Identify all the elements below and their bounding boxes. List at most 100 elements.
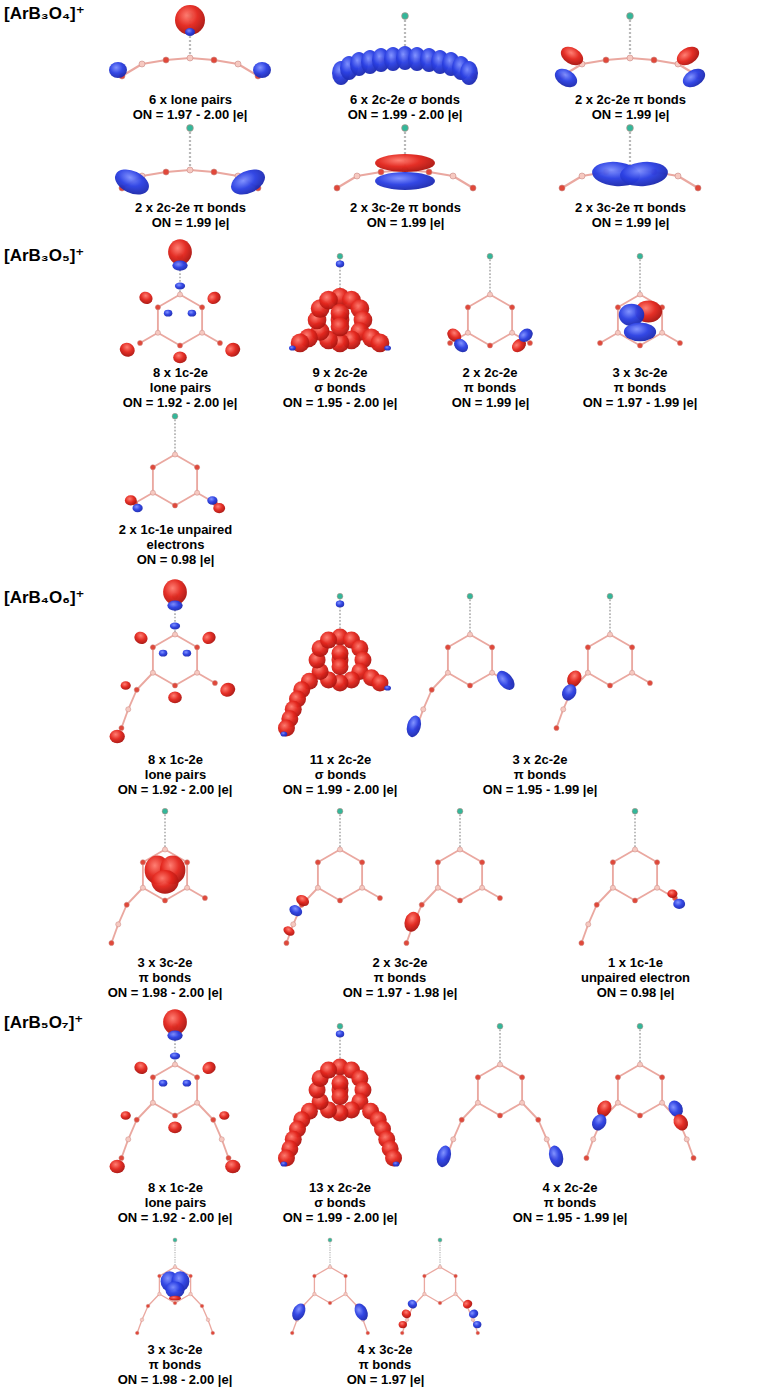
bond-stick bbox=[459, 811, 461, 849]
orbital-lobe bbox=[219, 1111, 229, 1120]
atom-dot bbox=[627, 125, 634, 132]
atom-dot bbox=[454, 1292, 458, 1296]
bond-stick bbox=[362, 888, 380, 898]
atom-dot bbox=[195, 670, 200, 675]
species-label: [ArB₃O₅]⁺ bbox=[4, 246, 84, 266]
atom-dot bbox=[163, 169, 169, 175]
bond-stick bbox=[159, 1276, 160, 1294]
bond-stick bbox=[175, 635, 197, 648]
bond-stick bbox=[438, 888, 460, 901]
atom-dot bbox=[337, 593, 343, 599]
bond-stick bbox=[339, 811, 341, 849]
atom-dot bbox=[476, 1331, 480, 1335]
orbital-illustration bbox=[404, 593, 518, 738]
bond-type-label: 4 x 2c-2e π bonds bbox=[542, 1180, 598, 1210]
atom-dot bbox=[219, 1137, 224, 1142]
bond-stick bbox=[499, 1026, 501, 1064]
bond-stick bbox=[588, 905, 597, 925]
orbital-illustration bbox=[278, 593, 391, 736]
atom-dot bbox=[344, 1274, 348, 1278]
orbital-lobe bbox=[385, 1150, 402, 1167]
bond-stick bbox=[455, 1276, 456, 1294]
atom-dot bbox=[419, 902, 424, 907]
bond-stick bbox=[453, 176, 473, 188]
bond-type-label: 2 x 3c-2e π bonds bbox=[574, 200, 687, 215]
bond-stick bbox=[337, 176, 357, 188]
atom-dot bbox=[235, 61, 241, 67]
bond-stick bbox=[640, 1103, 662, 1116]
atom-dot bbox=[467, 632, 472, 637]
orbital-lobe bbox=[185, 28, 195, 36]
bond-stick bbox=[137, 1320, 142, 1333]
orbital-lobe bbox=[253, 62, 271, 78]
bond-stick bbox=[491, 647, 493, 673]
atom-dot bbox=[150, 1075, 155, 1080]
atom-dot bbox=[119, 1155, 124, 1160]
atom-dot bbox=[655, 860, 660, 865]
atom-dot bbox=[527, 340, 532, 345]
bond-stick bbox=[437, 862, 439, 888]
bond-stick bbox=[470, 673, 492, 686]
bond-type-label: 8 x 1c-2e lone pairs bbox=[149, 365, 212, 395]
bond-type-label: 8 x 1c-2e lone pairs bbox=[144, 1180, 207, 1210]
atom-dot bbox=[487, 343, 492, 348]
orbital-illustration bbox=[445, 253, 536, 355]
atom-dot bbox=[445, 670, 450, 675]
atom-dot bbox=[177, 292, 182, 297]
orbital-illustration bbox=[290, 1238, 371, 1335]
atom-dot bbox=[677, 340, 682, 345]
atom-dot bbox=[691, 1155, 696, 1160]
bond-stick bbox=[582, 60, 606, 64]
species-label: [ArB₃O₄]⁺ bbox=[4, 4, 85, 24]
orbital-lobe bbox=[173, 351, 187, 363]
bond-stick bbox=[618, 1065, 640, 1078]
occupation-number: ON = 0.98 |e| bbox=[136, 552, 215, 567]
bond-stick bbox=[164, 811, 166, 849]
atom-dot bbox=[177, 343, 182, 348]
bond-stick bbox=[196, 1077, 198, 1103]
atom-dot bbox=[632, 847, 637, 852]
bond-stick bbox=[118, 905, 127, 925]
atom-dot bbox=[290, 1331, 294, 1335]
orbital-lobe bbox=[320, 632, 337, 649]
bond-stick bbox=[687, 1139, 694, 1158]
orbital-lobe bbox=[205, 289, 223, 306]
bond-stick bbox=[588, 673, 610, 686]
atom-dot bbox=[467, 593, 473, 599]
atom-dot bbox=[195, 1100, 200, 1105]
orbital-lobe bbox=[159, 1080, 168, 1087]
bond-stick bbox=[462, 1103, 478, 1120]
orbital-lobe bbox=[674, 43, 703, 69]
bond-stick bbox=[128, 690, 137, 710]
orbital-illustration bbox=[402, 808, 503, 945]
atom-dot bbox=[377, 895, 382, 900]
bond-stick bbox=[317, 862, 319, 888]
orbital-illustration bbox=[584, 1023, 696, 1160]
atom-dot bbox=[423, 1274, 427, 1278]
orbital-lobe bbox=[169, 1296, 181, 1301]
bond-stick bbox=[121, 1139, 128, 1158]
bond-stick bbox=[469, 596, 471, 634]
atom-dot bbox=[378, 169, 384, 175]
atom-dot bbox=[632, 898, 637, 903]
atom-dot bbox=[695, 185, 701, 191]
orbital-lobe bbox=[336, 1031, 345, 1038]
atom-dot bbox=[630, 645, 635, 650]
bond-stick bbox=[606, 58, 630, 60]
atom-dot bbox=[109, 940, 114, 945]
orbital-lobe bbox=[225, 1160, 240, 1174]
atom-dot bbox=[470, 185, 476, 191]
orbital-lobe bbox=[121, 681, 131, 690]
bond-stick bbox=[202, 333, 220, 343]
orbital-lobe bbox=[402, 910, 423, 934]
bond-stick bbox=[166, 58, 190, 60]
atom-dot bbox=[632, 808, 638, 814]
bond-type-label: 2 x 3c-2e π bonds bbox=[372, 955, 428, 985]
orbital-lobe bbox=[352, 1301, 370, 1322]
atom-dot bbox=[487, 292, 492, 297]
bond-stick bbox=[447, 647, 449, 673]
atom-dot bbox=[404, 940, 409, 945]
bond-stick bbox=[175, 1065, 197, 1078]
atom-dot bbox=[637, 292, 642, 297]
bond-stick bbox=[174, 1240, 175, 1267]
